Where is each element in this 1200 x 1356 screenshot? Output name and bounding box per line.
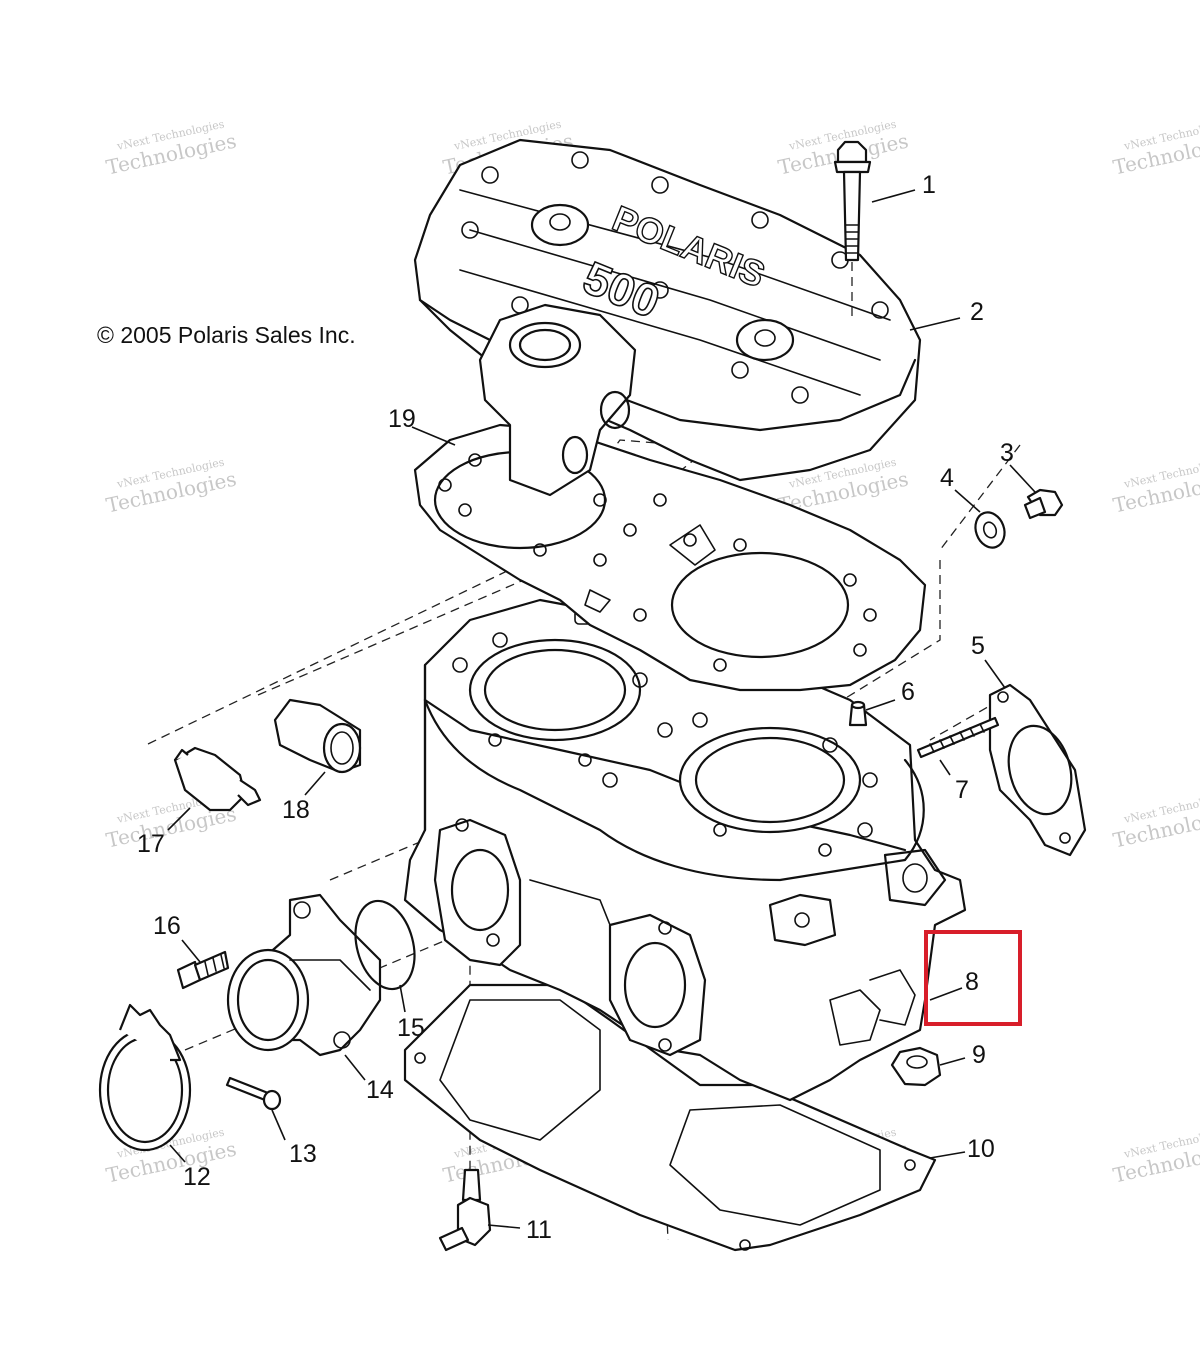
part-18-thermostat bbox=[273, 698, 362, 774]
part-4-washer bbox=[974, 511, 1006, 549]
callout-13[interactable]: 13 bbox=[289, 1140, 317, 1168]
part-8-cylinder-block bbox=[403, 598, 967, 1102]
callout-19[interactable]: 19 bbox=[388, 405, 416, 433]
part-14-intake-adapter bbox=[226, 893, 382, 1057]
callout-6[interactable]: 6 bbox=[901, 678, 915, 706]
part-13-screw bbox=[225, 1076, 282, 1111]
callout-4[interactable]: 4 bbox=[940, 464, 954, 492]
part-3-fitting bbox=[1023, 488, 1064, 520]
part-10-base-gasket bbox=[403, 983, 937, 1252]
callout-10[interactable]: 10 bbox=[967, 1135, 995, 1163]
callout-8[interactable]: 8 bbox=[965, 968, 979, 996]
callout-9[interactable]: 9 bbox=[972, 1041, 986, 1069]
part-7-stud bbox=[916, 716, 1000, 759]
leader-lines bbox=[167, 189, 1036, 1229]
part-12-clamp bbox=[98, 1003, 192, 1152]
callout-labels: 1 2 3 4 5 6 7 8 9 10 11 12 13 14 15 16 1… bbox=[137, 171, 1014, 1244]
part-2-cylinder-head: POLARIS 500 bbox=[413, 138, 922, 497]
callout-18[interactable]: 18 bbox=[282, 796, 310, 824]
callout-15[interactable]: 15 bbox=[397, 1014, 425, 1042]
callout-11[interactable]: 11 bbox=[526, 1216, 552, 1244]
part-11-elbow-fitting bbox=[438, 1168, 492, 1252]
callout-17[interactable]: 17 bbox=[137, 830, 165, 858]
highlight-box-callout-8 bbox=[924, 930, 1022, 1026]
callout-3[interactable]: 3 bbox=[1000, 439, 1014, 467]
copyright-text: © 2005 Polaris Sales Inc. bbox=[97, 322, 356, 348]
callout-12[interactable]: 12 bbox=[183, 1163, 211, 1191]
callout-1[interactable]: 1 bbox=[922, 171, 936, 199]
part-15-o-ring bbox=[354, 899, 416, 991]
callout-2[interactable]: 2 bbox=[970, 298, 984, 326]
callout-7[interactable]: 7 bbox=[955, 776, 969, 804]
callout-5[interactable]: 5 bbox=[971, 632, 985, 660]
part-9-nut bbox=[890, 1046, 942, 1087]
callout-14[interactable]: 14 bbox=[366, 1076, 394, 1104]
part-17-temp-sensor bbox=[173, 746, 262, 812]
part-16-bolt bbox=[176, 950, 230, 990]
part-6-dowel-pin bbox=[848, 700, 868, 727]
part-5-exhaust-gasket bbox=[988, 683, 1087, 857]
part-1-bolt bbox=[833, 140, 872, 320]
callout-16[interactable]: 16 bbox=[153, 912, 181, 940]
